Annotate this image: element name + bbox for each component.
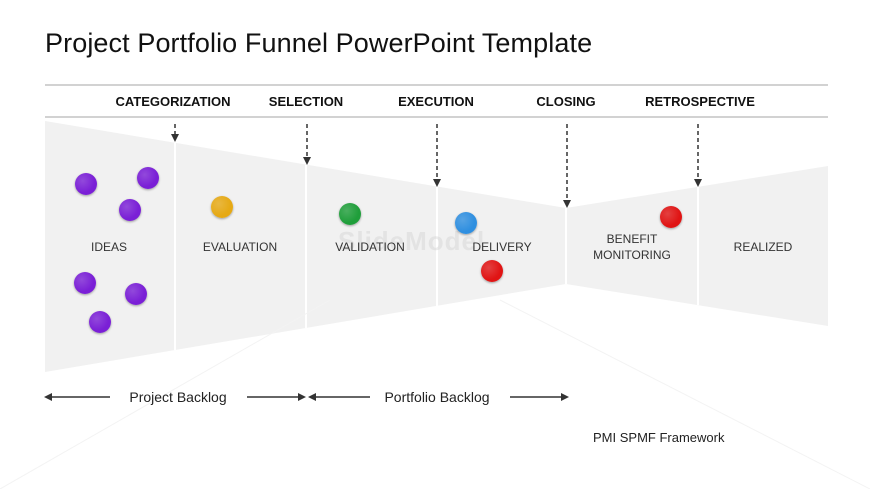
phase-header-row: CATEGORIZATION SELECTION EXECUTION CLOSI… (0, 0, 870, 120)
stage-label-evaluation: EVALUATION (202, 240, 278, 254)
stage-label-delivery: DELIVERY (472, 240, 532, 254)
idea-dot (125, 283, 147, 305)
portfolio-backlog-label: Portfolio Backlog (384, 389, 490, 405)
delivery-dot (455, 212, 477, 234)
decorative-line (499, 299, 870, 489)
idea-dot (89, 311, 111, 333)
footnote: PMI SPMF Framework (593, 430, 725, 445)
phase-retrospective: RETROSPECTIVE (645, 94, 755, 109)
phase-closing: CLOSING (536, 94, 596, 109)
phase-selection: SELECTION (268, 94, 344, 109)
page-title: Project Portfolio Funnel PowerPoint Temp… (45, 28, 593, 58)
decorative-line (0, 299, 331, 489)
stage-label-realized: REALIZED (733, 240, 793, 254)
phase-categorization: CATEGORIZATION (115, 94, 231, 109)
phase-execution: EXECUTION (398, 94, 474, 109)
stage-label-validation: VALIDATION (335, 240, 405, 254)
stage-label-benefit-monitoring: BENEFIT MONITORING (593, 232, 671, 262)
idea-dot (119, 199, 141, 221)
validation-dot (339, 203, 361, 225)
delivery-dot (481, 260, 503, 282)
project-backlog-label: Project Backlog (129, 389, 227, 405)
idea-dot (75, 173, 97, 195)
idea-dot (137, 167, 159, 189)
benefit-monitoring-dot (660, 206, 682, 228)
stage-label-ideas: IDEAS (90, 240, 128, 254)
idea-dot (74, 272, 96, 294)
header-divider-top (45, 84, 828, 86)
header-divider-bottom (45, 116, 828, 118)
evaluation-dot (211, 196, 233, 218)
